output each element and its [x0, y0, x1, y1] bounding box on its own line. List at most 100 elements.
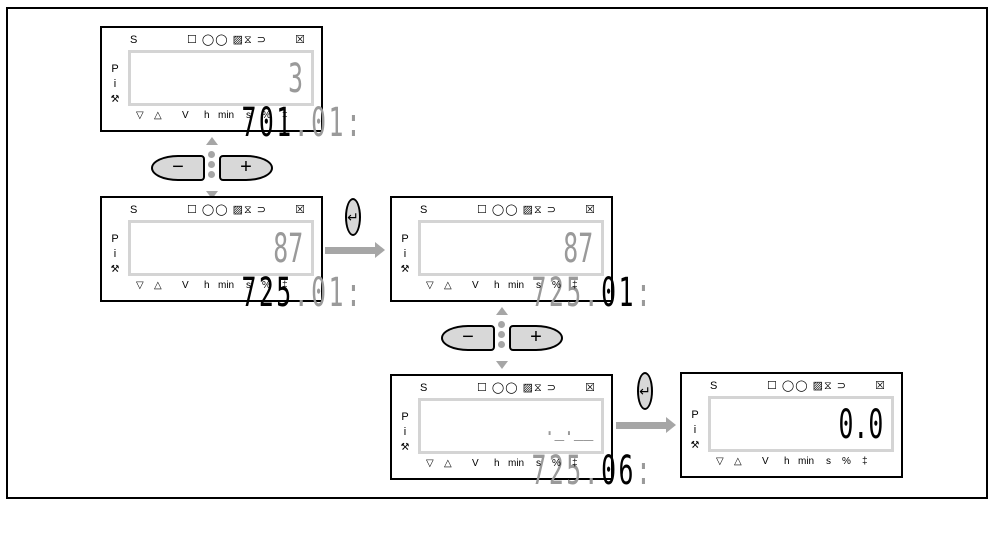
fault-icon: ☒: [295, 204, 305, 216]
p-indicator: P: [111, 63, 119, 75]
minus-button[interactable]: −: [151, 155, 205, 181]
display-701: S ☐ ◯◯ ▨⧖ ⊃ ☒ P i ⚒ 701.01: 3 ▽ △ V h mi…: [100, 26, 361, 145]
down-triangle-icon: ▽: [426, 280, 434, 291]
param-value: 87: [273, 226, 303, 272]
param-number: 725: [241, 270, 294, 316]
display-725-01-edit: S ☐ ◯◯ ▨⧖ ⊃ ☒ P i ⚒ 725.01: 87 ▽ △ V h m…: [390, 196, 651, 315]
wrench-icon: ⚒: [690, 440, 700, 451]
arrow-down-icon: [206, 191, 218, 199]
display-725-06: S ☐ ◯◯ ▨⧖ ⊃ ☒ P i ⚒ 725.06: ._.__ ▽ △ V …: [390, 374, 651, 493]
param-index: 01: [311, 270, 346, 316]
down-triangle-icon: ▽: [426, 458, 434, 469]
i-indicator: i: [403, 248, 407, 260]
s-indicator: S: [420, 382, 428, 394]
i-indicator: i: [113, 78, 117, 90]
lcd-area: 701.01: 3: [128, 50, 361, 145]
arrow-up-icon: [206, 137, 218, 145]
p-indicator: P: [111, 233, 119, 245]
param-index: 06: [601, 448, 636, 494]
arrow-right-icon: [616, 417, 676, 433]
down-triangle-icon: ▽: [136, 110, 144, 121]
minus-button[interactable]: −: [441, 325, 495, 351]
wrench-icon: ⚒: [110, 94, 120, 105]
up-triangle-icon: △: [444, 458, 452, 469]
lcd-area: 725.06: ._.__: [418, 398, 651, 493]
unit-percent: %: [262, 280, 271, 291]
wrench-icon: ⚒: [110, 264, 120, 275]
unit-v: V: [182, 280, 189, 291]
status-icons: ☐ ◯◯ ▨⧖ ⊃: [187, 34, 267, 46]
param-value: 3: [288, 56, 303, 102]
unit-v: V: [472, 280, 479, 291]
unit-h: h: [204, 280, 210, 291]
unit-min: min: [508, 458, 525, 469]
unit-percent: %: [552, 280, 561, 291]
p-indicator: P: [691, 409, 699, 421]
s-indicator: S: [130, 34, 138, 46]
diagram-frame: [6, 7, 988, 499]
wrench-icon: ⚒: [400, 442, 410, 453]
lcd-area: 0.0: [708, 396, 894, 452]
p-indicator: P: [401, 411, 409, 423]
unit-s: s: [826, 456, 831, 467]
param-number: 701: [241, 100, 294, 146]
p-indicator: P: [401, 233, 409, 245]
wrench-icon: ⚒: [400, 264, 410, 275]
arrow-right-icon: [325, 242, 385, 258]
param-index: 01: [311, 100, 346, 146]
flame-icon: ‡: [282, 280, 288, 291]
enter-button-2[interactable]: ↵: [637, 372, 653, 410]
fault-icon: ☒: [585, 382, 595, 394]
status-icons: ☐ ◯◯ ▨⧖ ⊃: [477, 382, 557, 394]
i-indicator: i: [693, 424, 697, 436]
unit-v: V: [472, 458, 479, 469]
unit-v: V: [182, 110, 189, 121]
fault-icon: ☒: [585, 204, 595, 216]
minus-plus-buttons-1: − +: [147, 135, 277, 201]
down-triangle-icon: ▽: [716, 456, 724, 467]
display-value-0-0: S ☐ ◯◯ ▨⧖ ⊃ ☒ P i ⚒ 0.0 ▽ △ V h min s % …: [680, 372, 903, 478]
i-indicator: i: [113, 248, 117, 260]
s-indicator: S: [130, 204, 138, 216]
param-index: 01: [601, 270, 636, 316]
up-triangle-icon: △: [154, 280, 162, 291]
i-indicator: i: [403, 426, 407, 438]
unit-min: min: [508, 280, 525, 291]
arrow-down-icon: [496, 361, 508, 369]
unit-percent: %: [262, 110, 271, 121]
s-indicator: S: [710, 380, 718, 392]
unit-h: h: [494, 458, 500, 469]
unit-v: V: [762, 456, 769, 467]
unit-min: min: [218, 280, 235, 291]
flame-icon: ‡: [282, 110, 288, 121]
unit-s: s: [246, 110, 251, 121]
unit-percent: %: [842, 456, 851, 467]
unit-h: h: [494, 280, 500, 291]
up-triangle-icon: △: [734, 456, 742, 467]
s-indicator: S: [420, 204, 428, 216]
param-value: ._.__: [544, 412, 593, 442]
flame-icon: ‡: [572, 458, 578, 469]
param-value: 87: [563, 226, 593, 272]
unit-percent: %: [552, 458, 561, 469]
mode-indicators: P i ⚒: [108, 62, 122, 107]
unit-s: s: [246, 280, 251, 291]
status-row: S ☐ ◯◯ ▨⧖ ⊃ ☒: [102, 34, 321, 48]
unit-h: h: [204, 110, 210, 121]
lcd-area: 725.01: 87: [128, 220, 361, 315]
up-triangle-icon: △: [154, 110, 162, 121]
plus-button[interactable]: +: [219, 155, 273, 181]
units-row: ▽ △ V h min s % ‡: [102, 110, 321, 124]
enter-button-1[interactable]: ↵: [345, 198, 361, 236]
unit-min: min: [798, 456, 815, 467]
lcd-area: 725.01: 87: [418, 220, 651, 315]
status-icons: ☐ ◯◯ ▨⧖ ⊃: [767, 380, 847, 392]
param-number: 725: [531, 270, 584, 316]
display-725-01: S ☐ ◯◯ ▨⧖ ⊃ ☒ P i ⚒ 725.01: 87 ▽ △ V h m…: [100, 196, 361, 315]
flame-icon: ‡: [572, 280, 578, 291]
down-triangle-icon: ▽: [136, 280, 144, 291]
unit-s: s: [536, 280, 541, 291]
plus-button[interactable]: +: [509, 325, 563, 351]
status-icons: ☐ ◯◯ ▨⧖ ⊃: [477, 204, 557, 216]
fault-icon: ☒: [875, 380, 885, 392]
